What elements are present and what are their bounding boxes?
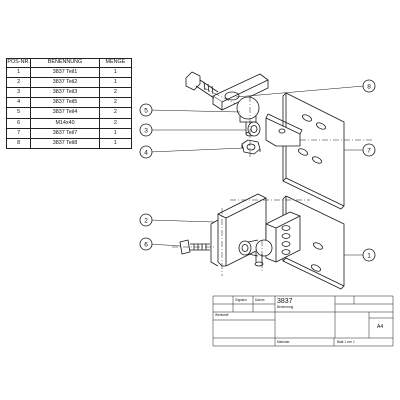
balloon-circles [139, 79, 376, 262]
balloon-3: 3 [144, 128, 148, 135]
sheet-label: Blatt 1 von 1 [337, 340, 355, 344]
part-2-bent-bar [210, 193, 267, 267]
balloon-8: 8 [367, 84, 371, 91]
part-8-bracket [212, 73, 269, 111]
material-label: Werkstoff [215, 313, 229, 317]
part-7-mounting-plate [282, 92, 345, 210]
date-label: Datum [255, 298, 265, 302]
balloon-labels: 8 5 3 4 7 2 6 1 [144, 84, 371, 260]
part-1-hole-bar [265, 211, 301, 263]
part-8-bolt [185, 71, 219, 99]
signature-label: Signatur [235, 298, 247, 302]
part-5-ball-joint [236, 96, 260, 123]
balloon-1: 1 [367, 253, 371, 260]
balloon-4: 4 [144, 150, 148, 157]
part-4-nut [241, 139, 261, 155]
title-block: Signatur Datum Werkstoff Benennung 3837 … [213, 296, 393, 346]
balloon-5: 5 [144, 108, 148, 115]
name-label: Benennung [277, 305, 294, 309]
center-lines [172, 87, 372, 276]
cell-pos: 8 [5, 137, 32, 150]
part-7-bracket-arm [265, 113, 303, 147]
drawing-number: 3837 [277, 298, 293, 305]
parts-list-header: POS-NR. BENENNUNG MENGE [5, 58, 133, 68]
balloon-6: 6 [144, 242, 148, 249]
balloon-2: 2 [144, 218, 148, 225]
balloon-7: 7 [367, 148, 371, 155]
sheet-size: A4 [377, 324, 384, 330]
part-5-ball-joint-lower [238, 239, 273, 267]
leader-lines [149, 85, 365, 256]
part-3-socket [245, 121, 261, 137]
scale-label: Maßstab [277, 340, 290, 344]
cell-qty: 1 [98, 137, 133, 150]
title-block-frame [212, 295, 394, 347]
